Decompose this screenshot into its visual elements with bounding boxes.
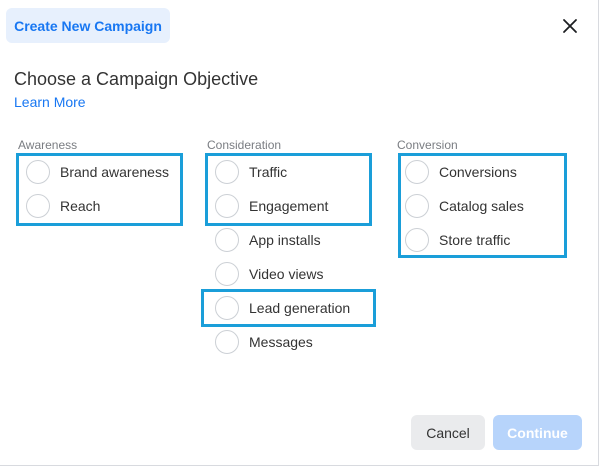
group-label-awareness: Awareness xyxy=(18,138,78,152)
create-new-campaign-tab[interactable]: Create New Campaign xyxy=(6,8,170,43)
option-store-traffic[interactable]: Store traffic xyxy=(405,226,510,254)
radio-button[interactable] xyxy=(215,262,239,286)
cancel-button[interactable]: Cancel xyxy=(411,415,485,450)
group-label-conversion: Conversion xyxy=(397,138,458,152)
close-button[interactable] xyxy=(558,14,582,38)
option-messages[interactable]: Messages xyxy=(215,328,313,356)
option-label: App installs xyxy=(249,232,321,248)
option-label: Catalog sales xyxy=(439,198,524,214)
option-reach[interactable]: Reach xyxy=(26,192,100,220)
radio-button[interactable] xyxy=(405,228,429,252)
radio-button[interactable] xyxy=(215,194,239,218)
option-traffic[interactable]: Traffic xyxy=(215,158,287,186)
highlight-box-lead-generation xyxy=(201,289,376,327)
option-label: Traffic xyxy=(249,164,288,180)
continue-button[interactable]: Continue xyxy=(493,415,582,450)
option-brand-awareness[interactable]: Brand awareness xyxy=(26,158,169,186)
option-conversions[interactable]: Conversions xyxy=(405,158,517,186)
radio-button[interactable] xyxy=(405,160,429,184)
highlight-box-consideration xyxy=(205,153,372,226)
option-lead-generation[interactable]: Lead generation xyxy=(215,294,350,322)
option-label: Messages xyxy=(249,334,313,350)
option-label: Lead generation xyxy=(249,300,351,316)
option-engagement[interactable]: Engagement xyxy=(215,192,328,220)
option-label: Engagement xyxy=(249,198,329,214)
close-icon xyxy=(563,19,577,33)
radio-button[interactable] xyxy=(215,330,239,354)
learn-more-link[interactable]: Learn More xyxy=(14,94,86,110)
group-label-consideration: Consideration xyxy=(207,138,282,152)
dialog-title: Choose a Campaign Objective xyxy=(14,69,259,89)
option-label: Conversions xyxy=(439,164,517,180)
radio-button[interactable] xyxy=(215,160,239,184)
radio-button[interactable] xyxy=(215,296,239,320)
option-label: Store traffic xyxy=(439,232,511,248)
option-label: Video views xyxy=(249,266,324,282)
radio-button[interactable] xyxy=(215,228,239,252)
radio-button[interactable] xyxy=(26,194,50,218)
option-catalog-sales[interactable]: Catalog sales xyxy=(405,192,524,220)
highlight-box-conversion xyxy=(398,153,567,258)
option-label: Brand awareness xyxy=(60,164,169,180)
highlight-box-awareness xyxy=(16,153,183,226)
radio-button[interactable] xyxy=(26,160,50,184)
option-label: Reach xyxy=(60,198,101,214)
option-app-installs[interactable]: App installs xyxy=(215,226,321,254)
radio-button[interactable] xyxy=(405,194,429,218)
option-video-views[interactable]: Video views xyxy=(215,260,323,288)
